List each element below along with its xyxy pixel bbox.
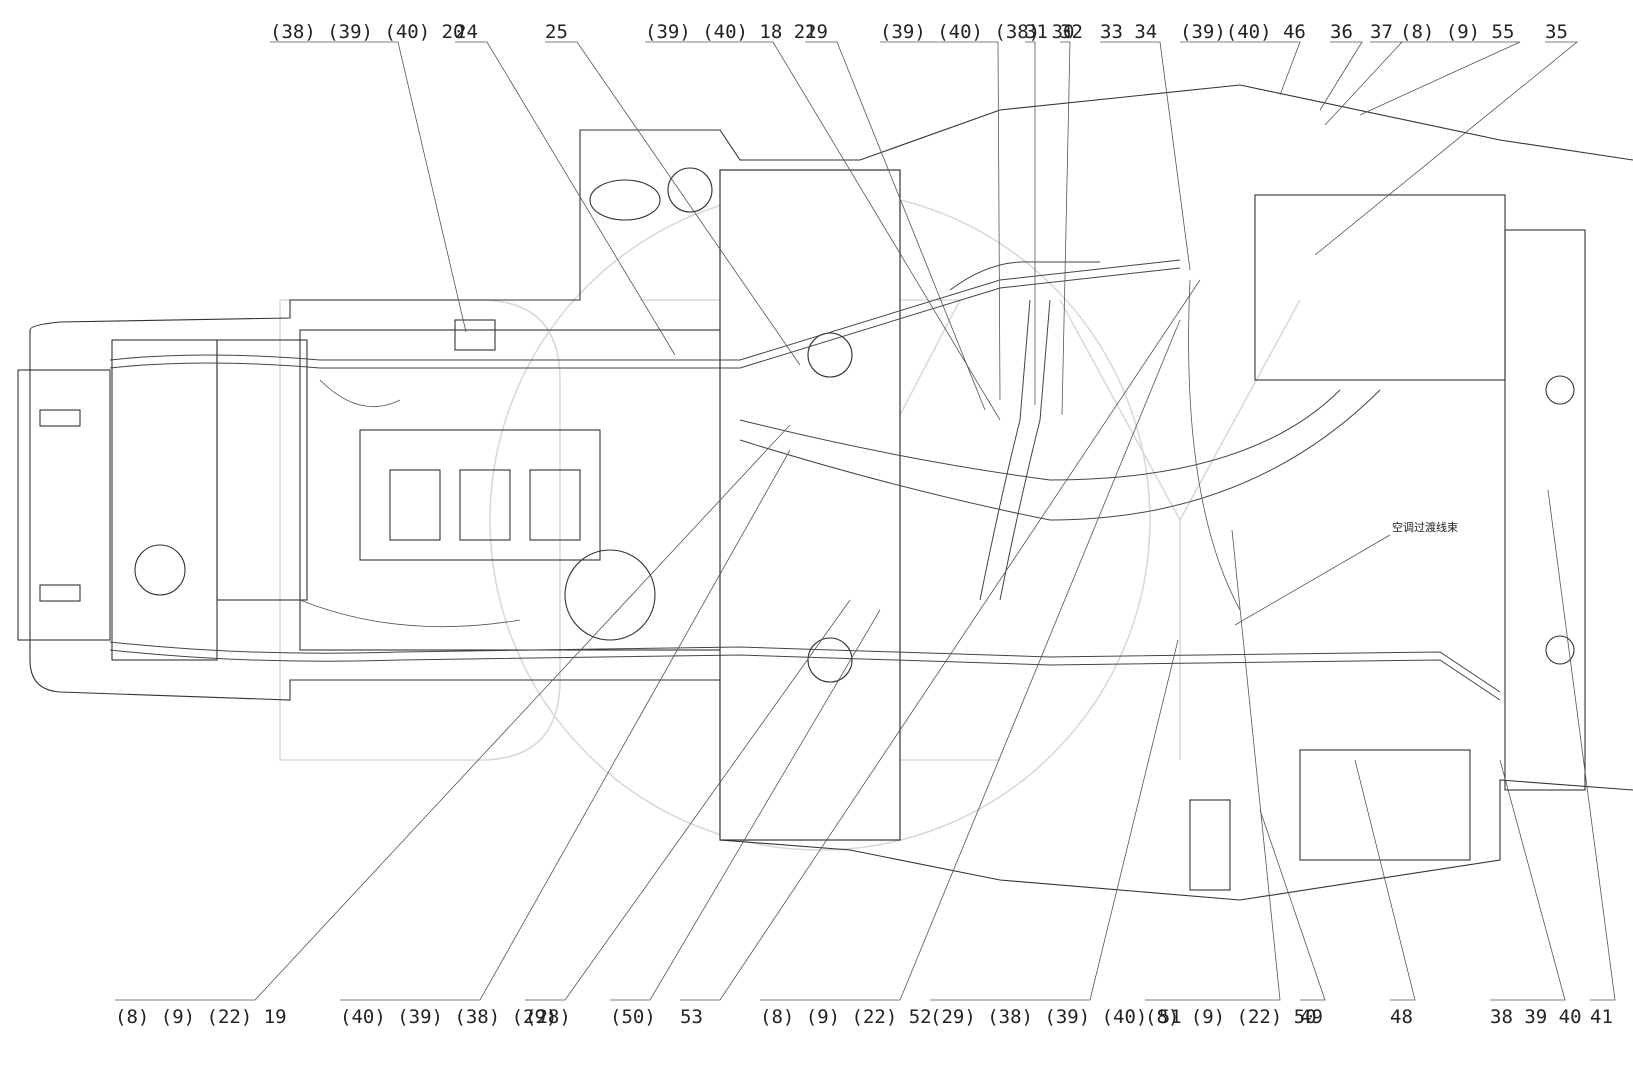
harness-runs bbox=[109, 259, 1501, 701]
callout-48: 48 bbox=[1390, 1006, 1413, 1028]
callout-29: 29 bbox=[805, 21, 828, 43]
callout-31: 31 bbox=[1025, 21, 1048, 43]
callout-38-39-40: 38 39 40 bbox=[1490, 1006, 1582, 1028]
callout-19: (8) (9) (22) 19 bbox=[115, 1006, 287, 1028]
callout-20: (38) (39) (40) 20 bbox=[270, 21, 464, 43]
ac-transition-harness-note: 空调过渡线束 bbox=[1392, 520, 1458, 534]
callout-24: 24 bbox=[455, 21, 478, 43]
callout-46: (39)(40) 46 bbox=[1180, 21, 1306, 43]
callout-50-paren: (50) bbox=[610, 1006, 656, 1028]
engine-block bbox=[39, 167, 1575, 683]
callout-51: (29) (38) (39) (40) 51 bbox=[930, 1006, 1182, 1028]
callout-25: 25 bbox=[545, 21, 568, 43]
callout-41: 41 bbox=[1590, 1006, 1613, 1028]
callout-30: (39) (40) (38) 30 bbox=[880, 21, 1074, 43]
callout-32: 32 bbox=[1060, 21, 1083, 43]
callouts-bottom: (8) (9) (22) 19 (40) (39) (38) (29) (28)… bbox=[115, 1006, 1613, 1028]
callout-55: (8) (9) 55 bbox=[1400, 21, 1514, 43]
chassis-outline bbox=[17, 84, 1633, 901]
callout-37: 37 bbox=[1370, 21, 1393, 43]
callout-52: (8) (9) (22) 52 bbox=[760, 1006, 932, 1028]
callout-35: 35 bbox=[1545, 21, 1568, 43]
leader-lines-top bbox=[270, 41, 1579, 421]
callouts-top: (38) (39) (40) 20 24 25 (39) (40) 18 21 … bbox=[270, 21, 1568, 43]
callout-29-bottom: (40) (39) (38) (29) bbox=[340, 1006, 557, 1028]
callout-36: 36 bbox=[1330, 21, 1353, 43]
callout-49: 49 bbox=[1300, 1006, 1323, 1028]
callout-50: (8) (9) (22) 50 bbox=[1145, 1006, 1317, 1028]
callout-33-34: 33 34 bbox=[1100, 21, 1157, 43]
callout-28: (28) bbox=[525, 1006, 571, 1028]
callout-53: 53 bbox=[680, 1006, 703, 1028]
callout-18-21: (39) (40) 18 21 bbox=[645, 21, 817, 43]
leader-lines-bottom bbox=[115, 279, 1616, 1001]
